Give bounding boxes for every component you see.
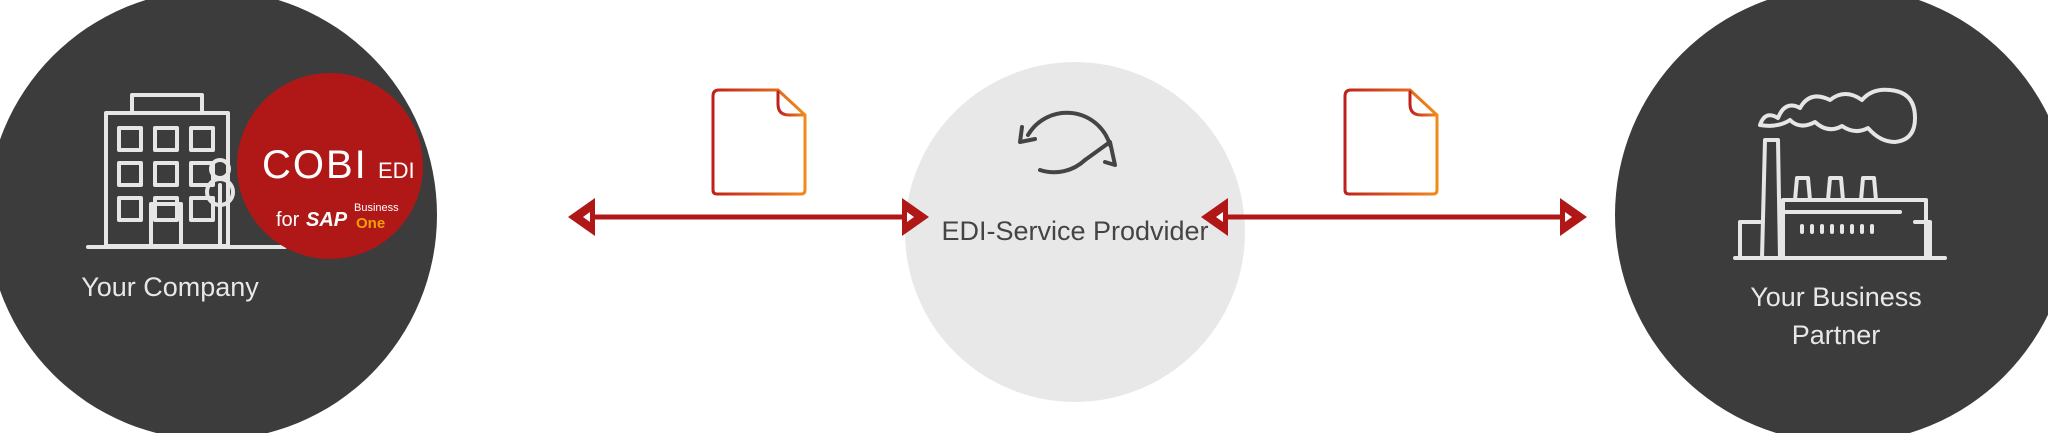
partner-label-line1: Your Business (1750, 282, 1922, 312)
cobi-edi-logo: COBI EDI for (237, 73, 423, 259)
partner-node: Your Business Partner (1615, 0, 2048, 433)
logo-brand: COBI (262, 143, 368, 187)
document-icon (1343, 88, 1439, 196)
partner-label-line2: Partner (1792, 320, 1881, 350)
provider-node: EDI-Service Prodvider (905, 62, 1245, 402)
factory-icon (1733, 87, 1947, 260)
logo-for: for (276, 209, 300, 231)
business-text: Business (354, 202, 399, 214)
document-icon (711, 88, 807, 196)
arrow-provider-partner (1201, 198, 1587, 236)
company-label: Your Company (81, 272, 259, 302)
building-icon (86, 93, 287, 249)
logo-suffix: EDI (378, 158, 415, 183)
sap-logo: SAP Business One (306, 202, 399, 232)
one-text: One (356, 215, 385, 232)
provider-label: EDI-Service Prodvider (941, 216, 1208, 246)
sap-text: SAP (306, 209, 348, 231)
sync-icon (1018, 110, 1117, 175)
arrow-company-provider (568, 198, 929, 236)
